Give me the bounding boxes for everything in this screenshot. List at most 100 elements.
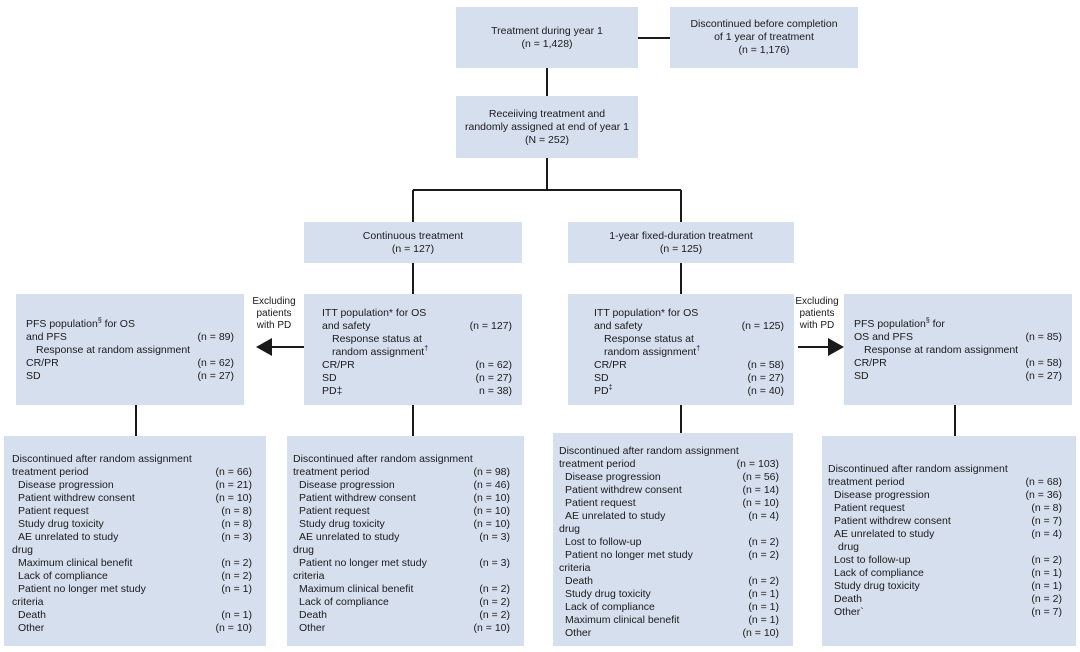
itt-population-left-box: ITT population* for OS and safety(n = 12… [304, 294, 522, 405]
pfs-right-response-label: Response at random assignment [864, 344, 1019, 356]
list-item: SD(n = 27) [854, 370, 1062, 382]
list-item: Lost to follow-up(n = 2) [565, 536, 779, 548]
continuous-treatment-count: (n = 127) [391, 242, 435, 255]
disc-title: Discontinued after random assignment [12, 453, 192, 465]
treatment-year1-box: Treatment during year 1 (n = 1,428) [456, 7, 638, 68]
itt-left-title: ITT population* for OS [322, 307, 427, 319]
list-item: Study drug toxicity(n = 1) [565, 588, 779, 600]
list-item: Patient withdrew consent(n = 7) [834, 515, 1062, 527]
list-item: SD(n = 27) [322, 372, 512, 384]
list-item: Patient request(n = 8) [834, 502, 1062, 514]
list-item: Disease progression(n = 36) [834, 489, 1062, 501]
list-item: Patient request(n = 8) [18, 505, 252, 517]
list-item: drug [293, 544, 315, 556]
list-item: Other(n = 10) [18, 622, 252, 634]
itt-right-title-row: and safety(n = 125) [594, 320, 784, 332]
arrow-left-head [256, 338, 272, 356]
list-item: Death(n = 1) [18, 609, 252, 621]
list-item: Death(n = 2) [299, 609, 510, 621]
continuous-treatment-box: Continuous treatment (n = 127) [304, 222, 522, 263]
list-item: Patient request(n = 10) [565, 497, 779, 509]
list-item: Disease progression(n = 56) [565, 471, 779, 483]
excluding-label-left: Excluding patients with PD [252, 296, 296, 331]
list-item: Other`(n = 7) [834, 606, 1062, 618]
disc-total-row: treatment period(n = 68) [828, 476, 1062, 488]
list-item: AE unrelated to study(n = 3) [18, 531, 252, 543]
list-item: CR/PR(n = 58) [854, 357, 1062, 369]
pfs-population-left-box: PFS population§ for OS and PFS(n = 89) R… [16, 294, 244, 405]
list-item: Patient withdrew consent(n = 10) [18, 492, 252, 504]
list-item: Patient no longer met study(n = 2) [565, 549, 779, 561]
list-item: Patient request(n = 10) [299, 505, 510, 517]
pfs-population-right-box: PFS population§ for OS and PFS(n = 85) R… [844, 294, 1072, 405]
continuous-treatment-label: Continuous treatment [362, 229, 464, 242]
arrow-right-head [828, 338, 844, 356]
discontinued-before-line2: of 1 year of treatment [714, 31, 814, 43]
list-item: SD(n = 27) [26, 370, 234, 382]
excluding-label-right: Excluding patients with PD [795, 296, 839, 331]
list-item: AE unrelated to study(n = 3) [299, 531, 510, 543]
list-item: Maximum clinical benefit(n = 2) [299, 583, 510, 595]
list-item: Lack of compliance(n = 1) [565, 601, 779, 613]
pfs-left-title: PFS population§ for OS [26, 317, 135, 331]
disc-total-row: treatment period(n = 98) [293, 466, 510, 478]
itt-right-response-1: Response status at [604, 333, 694, 345]
pfs-left-response-label: Response at random assignment [36, 344, 191, 356]
list-item: Maximum clinical benefit(n = 1) [565, 614, 779, 626]
pfs-right-title: PFS population§ for [854, 317, 945, 331]
fixed-duration-count: (n = 125) [659, 242, 703, 255]
treatment-year1-count: (n = 1,428) [521, 37, 573, 50]
itt-left-title-row: and safety(n = 127) [322, 320, 512, 332]
treatment-year1-label: Treatment during year 1 [491, 24, 603, 37]
randomized-box: Receiiving treatment and randomly assign… [456, 96, 638, 158]
pfs-left-title-row: and PFS(n = 89) [26, 331, 234, 343]
list-item: CR/PR(n = 62) [26, 357, 234, 369]
itt-left-response-2: random assignment† [332, 345, 429, 359]
itt-left-response-1: Response status at [332, 333, 422, 345]
list-item: Lack of compliance(n = 1) [834, 567, 1062, 579]
disc-total-row: treatment period(n = 66) [12, 466, 252, 478]
itt-right-title: ITT population* for OS [594, 307, 699, 319]
discontinued-before-line1: Discontinued before completion [690, 18, 838, 30]
disc-title: Discontinued after random assignment [293, 453, 473, 465]
list-item: Patient withdrew consent(n = 14) [565, 484, 779, 496]
list-item: Maximum clinical benefit(n = 2) [18, 557, 252, 569]
randomized-count: (N = 252) [524, 133, 570, 146]
list-item: AE unrelated to study(n = 4) [834, 528, 1062, 540]
list-item: Disease progression(n = 21) [18, 479, 252, 491]
list-item: Study drug toxicity(n = 10) [299, 518, 510, 530]
list-item: drug [838, 541, 860, 553]
itt-right-response-2: random assignment† [604, 345, 701, 359]
list-item: SD(n = 27) [594, 372, 784, 384]
list-item: Other(n = 10) [565, 627, 779, 639]
discontinued-before-count: (n = 1,176) [738, 44, 790, 56]
disc-title: Discontinued after random assignment [559, 445, 739, 457]
list-item: Study drug toxicity(n = 1) [834, 580, 1062, 592]
list-item: Patient no longer met study(n = 1) [18, 583, 252, 595]
list-item: Patient no longer met study(n = 3) [299, 557, 510, 569]
list-item: Other(n = 10) [299, 622, 510, 634]
pfs-right-title-row: OS and PFS(n = 85) [854, 331, 1062, 343]
list-item: Death(n = 2) [565, 575, 779, 587]
list-item: Lack of compliance(n = 2) [18, 570, 252, 582]
list-item: PD‡(n = 40) [594, 384, 784, 398]
disc-total-row: treatment period(n = 103) [559, 458, 779, 470]
list-item: Lost to follow-up(n = 2) [834, 554, 1062, 566]
list-item: CR/PR(n = 62) [322, 359, 512, 371]
list-item: criteria [12, 596, 44, 608]
itt-population-right-box: ITT population* for OS and safety(n = 12… [568, 294, 794, 405]
randomized-line2: randomly assigned at end of year 1 [464, 120, 630, 133]
list-item: Lack of compliance(n = 2) [299, 596, 510, 608]
list-item: PD‡n = 38) [322, 385, 512, 397]
discontinued-before-box: Discontinued before completion of 1 year… [670, 7, 858, 68]
list-item: criteria [293, 570, 325, 582]
fixed-duration-box: 1-year fixed-duration treatment (n = 125… [568, 222, 794, 263]
list-item: Disease progression(n = 46) [299, 479, 510, 491]
list-item: AE unrelated to study(n = 4) [565, 510, 779, 522]
disc-title: Discontinued after random assignment [828, 463, 1008, 475]
